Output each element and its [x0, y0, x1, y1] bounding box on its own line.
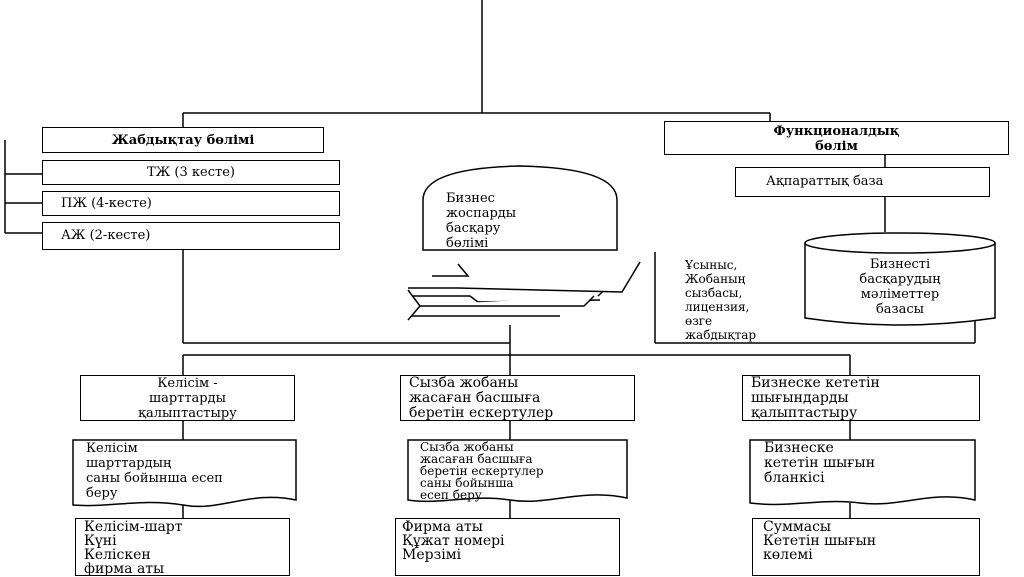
column-2-fields-box: Фирма аты Құжат номері Мерзімі [395, 518, 620, 576]
column-3-top-label: Бизнеске кететін шығындарды қалыптастыру [751, 375, 880, 421]
column-3-fields-label: Суммасы Кететін шығын көлемі [763, 519, 877, 563]
info-base-label: Ақпараттық база [766, 174, 884, 189]
column-1-report-label: Келісім шарттардың саны бойынша есеп бер… [86, 441, 223, 501]
supply-item-label: ТЖ (3 кесте) [147, 165, 235, 180]
column-2-top-label: Сызба жобаны жасаған басшыға беретін еск… [409, 375, 554, 421]
database-label: Бизнесті басқарудың мәліметтер базасы [859, 257, 941, 317]
column-2-fields-label: Фирма аты Құжат номері Мерзімі [402, 519, 505, 563]
info-base-box: Ақпараттық база [735, 167, 990, 197]
column-3-top-box: Бизнеске кететін шығындарды қалыптастыру [742, 375, 980, 421]
documents-note: Ұсыныс, Жобаның сызбасы, лицензия, өзге … [685, 258, 757, 342]
business-planning-label: Бизнес жоспарды басқару бөлімі [446, 191, 517, 251]
column-1-fields-box: Келісім-шарт Күні Келіскен фирма аты [75, 518, 290, 576]
functional-dept-title: Функционалдық бөлім [773, 124, 900, 154]
database-cylinder [804, 232, 996, 326]
report-shape-3 [749, 439, 976, 506]
column-1-top-box: Келісім - шарттарды қалыптастыру [80, 375, 295, 421]
column-3-fields-box: Суммасы Кететін шығын көлемі [752, 518, 980, 576]
functional-dept-box: Функционалдық бөлім [664, 121, 1009, 155]
column-3-report-label: Бизнеске кететін шығын бланкісі [764, 440, 876, 486]
column-1-top-label: Келісім - шарттарды қалыптастыру [138, 376, 237, 421]
supply-dept-title: Жабдықтау бөлімі [111, 133, 255, 148]
supply-dept-box: Жабдықтау бөлімі [42, 127, 324, 153]
document-stack-icon [407, 261, 641, 321]
report-shape-2 [407, 439, 628, 503]
column-1-fields-label: Келісім-шарт Күні Келіскен фирма аты [84, 519, 183, 577]
supply-item-label: ПЖ (4-кесте) [61, 196, 152, 211]
supply-item-pzh: ПЖ (4-кесте) [42, 191, 340, 216]
report-shape-1 [72, 439, 297, 508]
supply-item-tzh: ТЖ (3 кесте) [42, 160, 340, 185]
business-planning-shape [422, 165, 618, 251]
supply-item-azh: АЖ (2-кесте) [42, 222, 340, 250]
supply-item-label: АЖ (2-кесте) [61, 228, 151, 243]
column-2-report-label: Сызба жобаны жасаған басшыға беретін еск… [420, 440, 544, 502]
column-2-top-box: Сызба жобаны жасаған басшыға беретін еск… [400, 375, 635, 421]
